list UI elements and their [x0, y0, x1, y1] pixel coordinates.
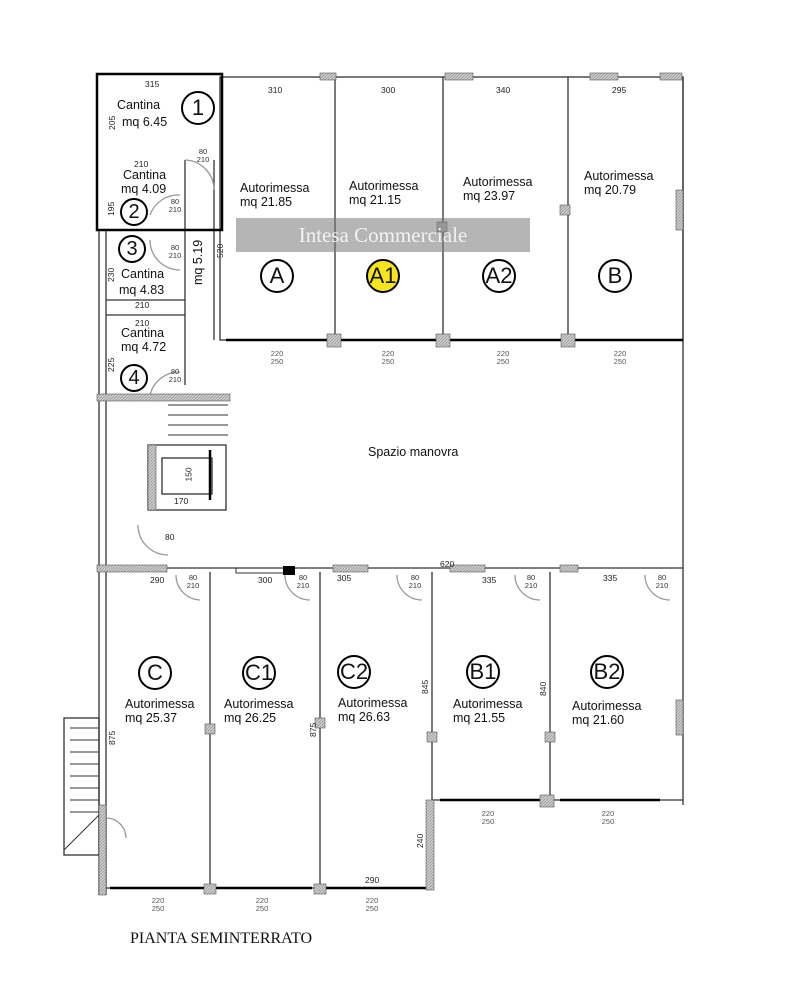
- garage-area: mq 21.15: [349, 193, 402, 207]
- dim: 875: [308, 722, 318, 737]
- dim: 290: [150, 575, 165, 585]
- cantina-area: mq 4.83: [119, 283, 165, 297]
- dim: 230: [106, 267, 116, 282]
- dim: 295: [612, 85, 627, 95]
- dim: 620: [440, 559, 455, 569]
- watermark-text: Intesa Commerciale: [298, 222, 468, 247]
- garage-id-B2: B2: [590, 655, 624, 689]
- garage-label: Autorimessa: [572, 699, 642, 713]
- door-dimension: 80 210: [186, 573, 200, 590]
- garage-area: mq 21.55: [453, 711, 506, 725]
- garage-label: Autorimessa: [584, 169, 654, 183]
- dim: 150: [183, 467, 194, 482]
- garage-label: Autorimessa: [453, 697, 523, 711]
- dim: 335: [482, 575, 497, 585]
- garage-area: mq 25.37: [125, 711, 178, 725]
- gate-dimension: 220 250: [151, 896, 165, 913]
- gate-dimension: 220 250: [496, 349, 510, 366]
- dim: 340: [496, 85, 511, 95]
- cantina-label: Cantina: [117, 98, 161, 112]
- dim: 300: [258, 575, 273, 585]
- garage-id-A: A: [260, 259, 294, 293]
- gate-dimension: 220 250: [270, 349, 284, 366]
- gate-dimension: 220 250: [613, 349, 627, 366]
- cantina-box: [95, 72, 224, 232]
- garage-id-B: B: [598, 259, 632, 293]
- cantina-label: Cantina: [121, 267, 165, 281]
- door-dimension: 80 210: [196, 147, 210, 164]
- dim: 170: [174, 496, 189, 506]
- dim: 210: [135, 300, 150, 310]
- plan-title: PIANTA SEMINTERRATO: [130, 930, 312, 947]
- garage-id-C1: C1: [242, 656, 276, 690]
- dim: 315: [145, 79, 160, 89]
- cantina-number: 1: [181, 91, 215, 125]
- corridor-area: mq 5.19: [191, 239, 205, 285]
- garage-label: Autorimessa: [125, 697, 195, 711]
- garage-area: mq 26.63: [338, 710, 391, 724]
- garage-label: Autorimessa: [240, 181, 310, 195]
- cantina-area: mq 6.45: [122, 115, 168, 129]
- garage-area: mq 21.60: [572, 713, 625, 727]
- garage-area: mq 23.97: [463, 189, 516, 203]
- door-dimension: 80 210: [296, 573, 310, 590]
- dim: 210: [134, 159, 149, 169]
- cantina-number: 4: [120, 364, 148, 392]
- door-dimension: 80 210: [524, 573, 538, 590]
- dim: 840: [538, 681, 548, 696]
- dim: 335: [603, 573, 618, 583]
- dim: 210: [135, 318, 150, 328]
- dim: 80: [165, 532, 175, 542]
- door-dimension: 80 210: [168, 243, 182, 260]
- dim: 310: [268, 85, 283, 95]
- garage-label: Autorimessa: [349, 179, 419, 193]
- maneuver-area-label: Spazio manovra: [368, 445, 459, 459]
- garage-id-C: C: [138, 656, 172, 690]
- gate-dimension: 220 250: [255, 896, 269, 913]
- door-dimension: 80 210: [168, 197, 182, 214]
- garage-area: mq 26.25: [224, 711, 277, 725]
- dim: 290: [365, 875, 380, 885]
- dim: 225: [106, 357, 116, 372]
- door-dimension: 80 210: [655, 573, 669, 590]
- garage-label: Autorimessa: [463, 175, 533, 189]
- garage-area: mq 21.85: [240, 195, 293, 209]
- gate-dimension: 220 250: [601, 809, 615, 826]
- cantina-label: Cantina: [123, 168, 167, 182]
- dim: 520: [215, 243, 225, 258]
- garage-id-C2: C2: [337, 655, 371, 689]
- dim: 305: [337, 573, 352, 583]
- dim: 875: [107, 730, 117, 745]
- cantina-area: mq 4.72: [121, 340, 167, 354]
- dim: 845: [420, 679, 430, 694]
- cantina-number: 2: [120, 198, 148, 226]
- garage-id-A1: A1: [366, 259, 400, 293]
- cantina-number: 3: [118, 235, 146, 263]
- dim: 240: [415, 833, 425, 848]
- gate-dimension: 220 250: [365, 896, 379, 913]
- cantina-label: Cantina: [121, 326, 165, 340]
- garage-area: mq 20.79: [584, 183, 637, 197]
- watermark: Intesa Commerciale: [236, 218, 530, 252]
- gate-dimension: 220 250: [381, 349, 395, 366]
- gate-dimension: 220 250: [481, 809, 495, 826]
- garage-id-B1: B1: [466, 655, 500, 689]
- dim: 300: [381, 85, 396, 95]
- garage-id-A2: A2: [482, 259, 516, 293]
- garage-label: Autorimessa: [224, 697, 294, 711]
- dim: 205: [107, 115, 117, 130]
- garage-label: Autorimessa: [338, 696, 408, 710]
- door-dimension: 80 210: [408, 573, 422, 590]
- door-dimension: 80 210: [168, 367, 182, 384]
- dim: 195: [106, 201, 116, 216]
- cantina-area: mq 4.09: [121, 182, 167, 196]
